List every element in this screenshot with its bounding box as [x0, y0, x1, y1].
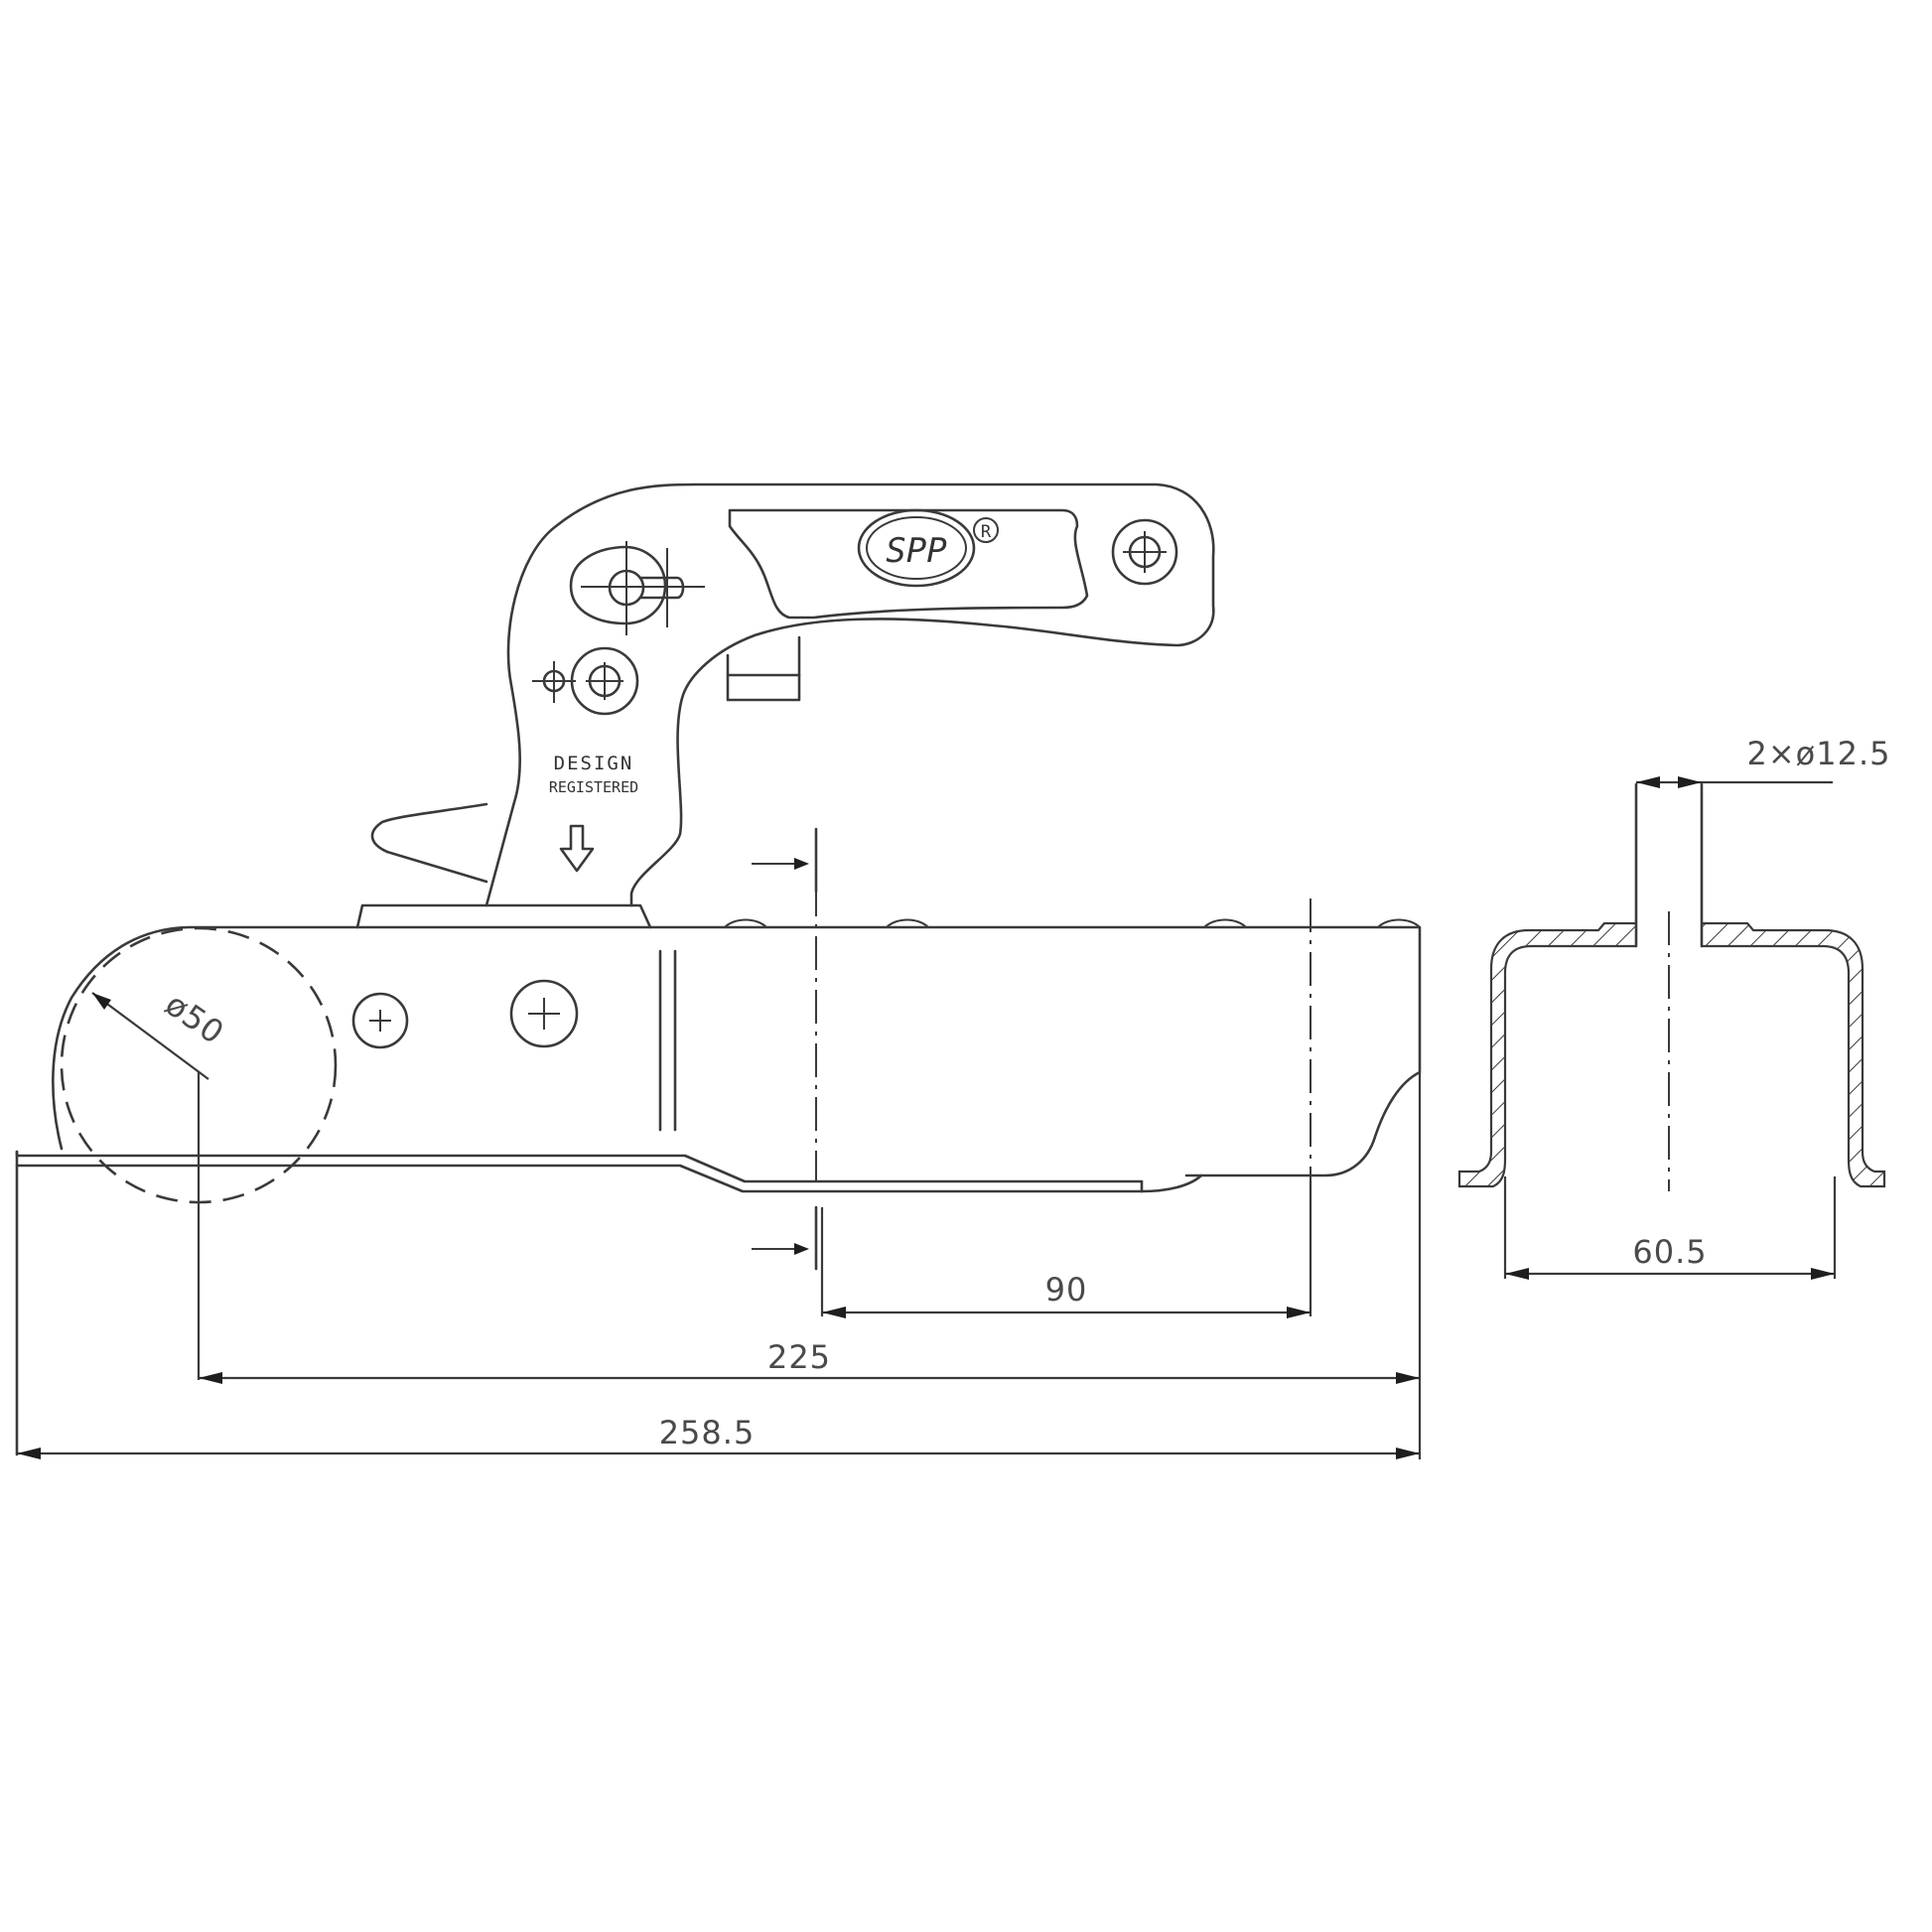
ball-to-end-label: 225	[767, 1338, 831, 1376]
pivot-hole	[532, 646, 639, 716]
section-markers	[752, 827, 818, 1271]
spp-logo: SPP R	[857, 508, 999, 588]
coupling-body	[15, 829, 1422, 1456]
ball-diameter-label: ø50	[158, 985, 231, 1051]
registered-mark: R	[981, 522, 992, 542]
dimension-90: 90	[820, 1181, 1312, 1318]
registered-label: REGISTERED	[549, 778, 638, 796]
logo-text: SPP	[886, 531, 946, 571]
bolt-holes-label: 2×ø12.5	[1747, 735, 1891, 772]
profile-section: 2×ø12.5 60.5	[1457, 735, 1891, 1280]
section-width-label: 90	[1045, 1271, 1088, 1309]
overall-length-label: 258.5	[659, 1414, 756, 1451]
ball-diameter-dimension: ø50	[91, 985, 231, 1380]
bolt-hole-rear	[509, 979, 579, 1048]
dimension-225: 225	[199, 1072, 1422, 1459]
down-arrow-icon	[559, 824, 595, 873]
bolt-hole-front	[351, 992, 409, 1049]
handle-end-hole	[1111, 518, 1178, 586]
keyhole-slot	[569, 541, 705, 635]
profile-width-label: 60.5	[1632, 1233, 1707, 1271]
dimension-258-5: 258.5	[17, 1414, 1420, 1459]
design-label: DESIGN	[554, 753, 634, 774]
coupling-handle: SPP R DESIGN REGISTERED	[355, 483, 1215, 929]
